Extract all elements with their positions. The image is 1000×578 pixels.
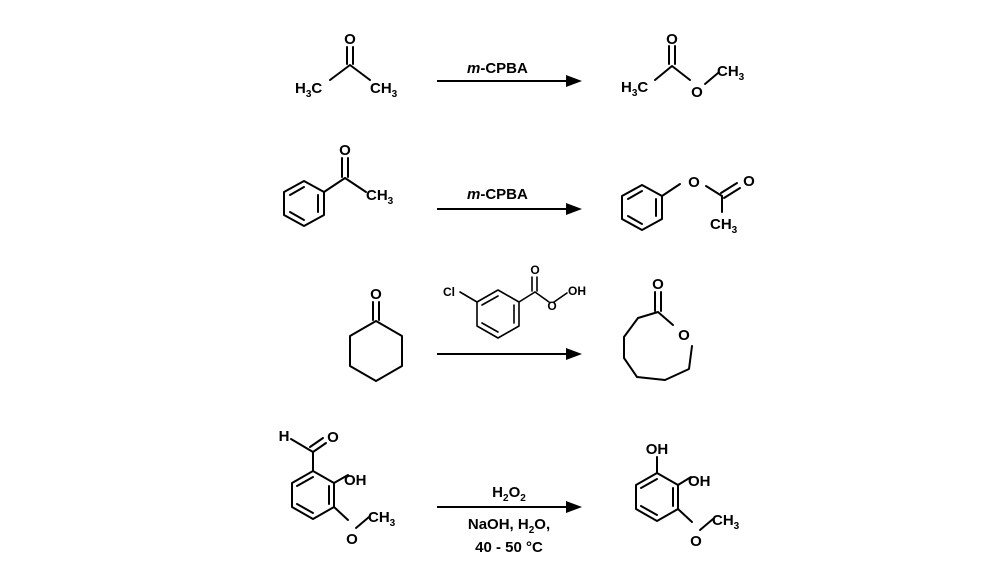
atom-methyl: CH3: [712, 512, 740, 532]
reactant-o-vanillin: H O OH O CH3: [279, 428, 396, 548]
reaction-arrow-3: [437, 348, 582, 360]
atom-methyl: CH3: [366, 187, 394, 207]
atom-hydroxyl: OH: [568, 284, 586, 298]
product-caprolactone: O O: [623, 276, 693, 381]
atom-aldehyde-hydrogen: H: [279, 428, 290, 445]
atom-carbonyl-oxygen: O: [652, 276, 664, 293]
reaction-arrow-1: [437, 75, 582, 87]
reagent-temperature: 40 - 50 °C: [475, 539, 543, 556]
atom-oxygen: O: [344, 31, 356, 48]
atom-hydroxyl: OH: [344, 472, 367, 489]
product-3-methoxycatechol: OH OH O CH3: [635, 441, 740, 550]
reagent-mcpba-1: m-CPBA: [467, 60, 528, 77]
atom-ester-oxygen: O: [688, 174, 700, 191]
reaction-arrow-4: [437, 501, 582, 513]
reagent-naoh-water: NaOH, H2O,: [468, 516, 550, 536]
reactant-cyclohexanone: O: [349, 286, 403, 382]
atom-carbonyl-oxygen: O: [666, 31, 678, 48]
atom-ether-oxygen: O: [346, 531, 358, 548]
product-phenyl-acetate: O O CH3: [621, 173, 755, 236]
atom-methyl: CH3: [368, 509, 396, 529]
atom-methyl-right: CH3: [370, 80, 398, 100]
reactant-acetone: O H3C CH3: [295, 31, 398, 100]
atom-ring-oxygen: O: [678, 327, 690, 344]
reaction-arrow-2: [437, 203, 582, 215]
atom-carbonyl-oxygen: O: [743, 173, 755, 190]
atom-methyl: CH3: [717, 63, 745, 83]
atom-aldehyde-oxygen: O: [327, 429, 339, 446]
reactant-acetophenone: O CH3: [283, 142, 394, 227]
atom-carbonyl-oxygen: O: [530, 263, 539, 277]
atom-methyl: CH3: [710, 216, 738, 236]
atom-ether-oxygen: O: [690, 533, 702, 550]
atom-chlorine: Cl: [443, 285, 455, 299]
atom-oxygen: O: [339, 142, 351, 159]
atom-hydroxyl-top: OH: [646, 441, 669, 458]
product-methyl-acetate: O O H3C CH3: [621, 31, 745, 101]
atom-hydroxyl: OH: [688, 473, 711, 490]
atom-methyl-left: H3C: [295, 80, 322, 100]
atom-ester-oxygen: O: [691, 84, 703, 101]
reagent-hydrogen-peroxide: H2O2: [492, 484, 526, 504]
atom-methyl-left: H3C: [621, 79, 648, 99]
reagent-mcpba-structure: Cl O O OH: [443, 263, 586, 339]
atom-peroxy-oxygen: O: [547, 299, 556, 313]
atom-oxygen: O: [370, 286, 382, 303]
reagent-mcpba-2: m-CPBA: [467, 186, 528, 203]
